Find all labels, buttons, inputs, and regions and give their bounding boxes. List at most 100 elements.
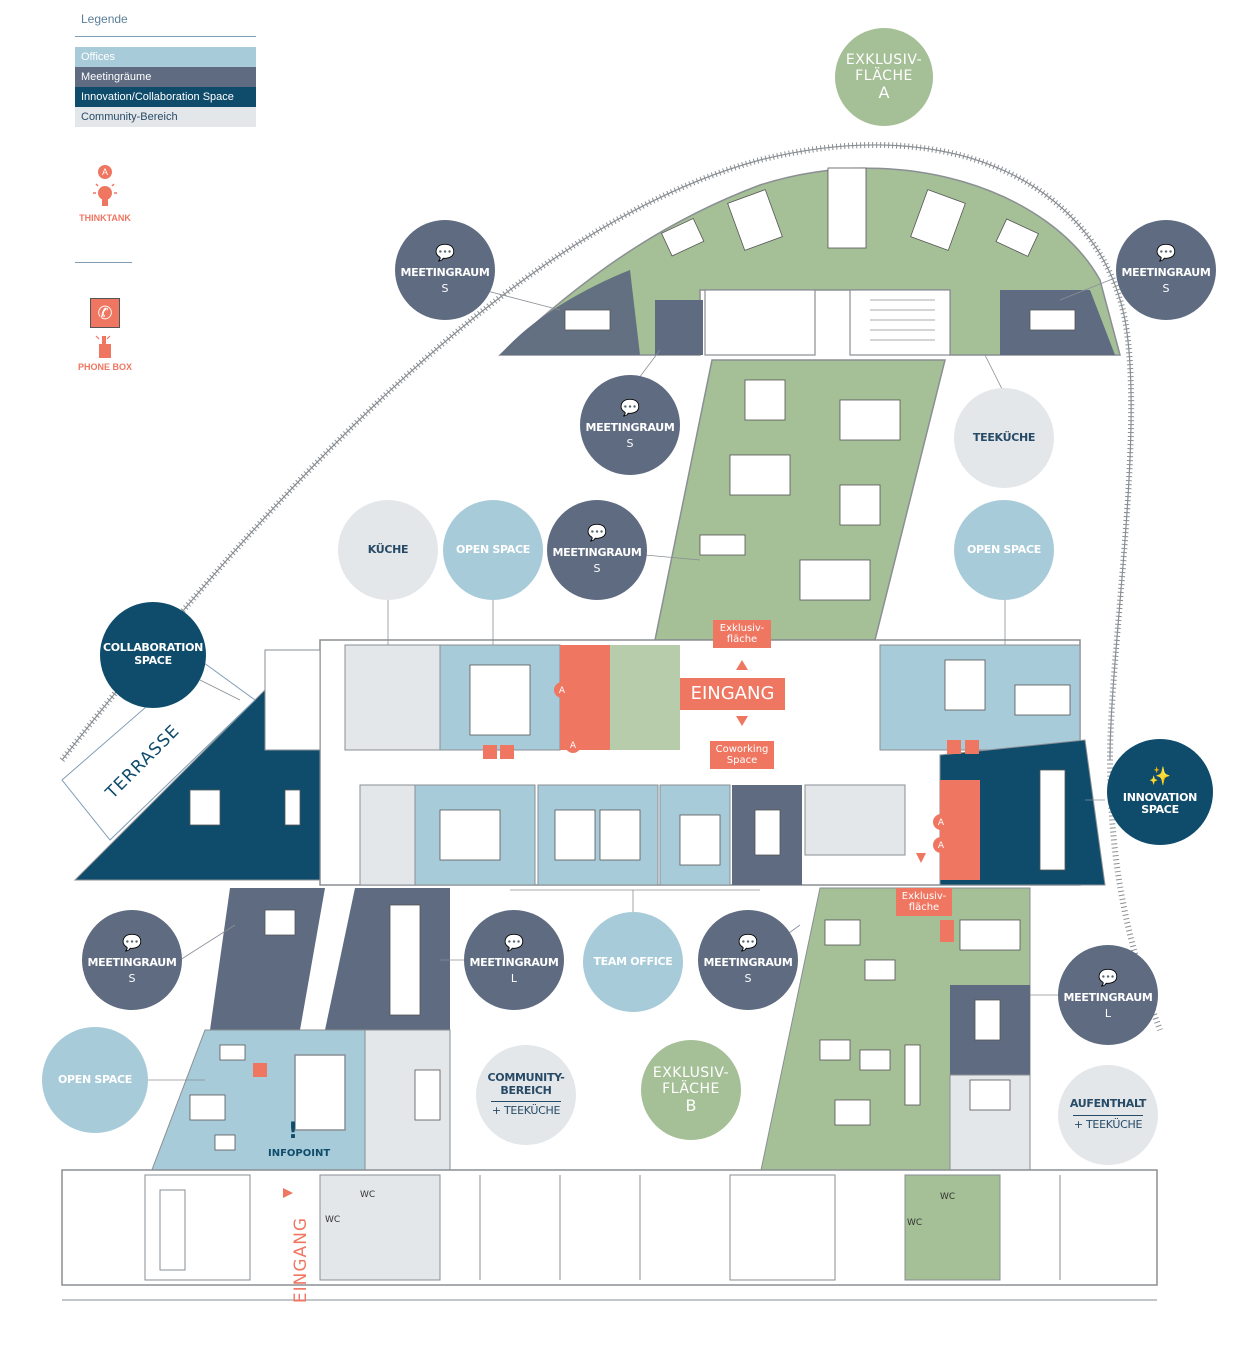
callout-open-space-right: OPEN SPACE [954, 500, 1054, 600]
callout-innovation-space: ✨ INNOVATION SPACE [1107, 739, 1213, 845]
phone-icon: ✆ [90, 298, 120, 328]
callout-text: OPEN SPACE [966, 542, 1042, 556]
callout-text: B [685, 1095, 697, 1115]
callout-text: OPEN SPACE [455, 542, 531, 556]
phonebox-label: PHONE BOX [77, 362, 132, 372]
meeting-lower-left [210, 888, 325, 1030]
thinktank-label: THINKTANK [79, 213, 131, 223]
sign-eingang-main: EINGANG [680, 678, 785, 710]
callout-text: AUFENTHALT [1069, 1097, 1147, 1111]
callout-meeting-top-left: 💬 MEETINGRAUM S [395, 220, 495, 320]
chat-bubble-icon: 💬 [122, 933, 142, 953]
callout-text: OPEN SPACE [57, 1072, 133, 1086]
wc-label-3: WC [940, 1192, 956, 1202]
callout-text: + TEEKÜCHE [1073, 1118, 1143, 1131]
callout-aufenthalt: AUFENTHALT + TEEKÜCHE [1058, 1065, 1158, 1165]
callout-size: S [593, 562, 601, 576]
callout-text: MEETINGRAUM [400, 265, 490, 279]
callout-community: COMMUNITY- BEREICH + TEEKÜCHE [476, 1045, 576, 1145]
wc-label-1: WC [360, 1190, 376, 1200]
lightbulb-icon [93, 183, 117, 206]
callout-text: MEETINGRAUM [87, 955, 177, 969]
callout-text: COMMUNITY- [487, 1071, 565, 1085]
callout-text: EXKLUSIV- [845, 51, 923, 68]
sign-exklusivflaeche-top: Exklusiv-fläche [713, 620, 771, 648]
callout-meeting-mid: 💬 MEETINGRAUM S [580, 375, 680, 475]
callout-team-office: TEAM OFFICE [583, 912, 683, 1012]
kitchen-area [344, 644, 441, 751]
callout-size: L [510, 972, 518, 986]
callout-text: A [878, 82, 890, 102]
callout-size: L [1104, 1007, 1112, 1021]
svg-text:A: A [938, 841, 945, 851]
callout-collaboration-space: COLLABORATION SPACE [100, 602, 206, 708]
legend-item-innovation: Innovation/Collaboration Space [75, 87, 256, 107]
callout-text: MEETINGRAUM [703, 955, 793, 969]
green-wc-strip [610, 645, 680, 750]
callout-meeting-lower-mid: 💬 MEETINGRAUM S [698, 910, 798, 1010]
callout-text: SPACE [134, 654, 172, 667]
callout-text: MEETINGRAUM [1121, 265, 1211, 279]
meeting-large-lower [325, 888, 450, 1030]
chat-bubble-icon: 💬 [1098, 968, 1118, 988]
callout-text: TEAM OFFICE [593, 954, 673, 968]
callout-open-space-left: OPEN SPACE [443, 500, 543, 600]
callout-size: S [626, 437, 634, 451]
callout-size: S [441, 282, 449, 296]
callout-text: KÜCHE [367, 542, 409, 556]
callout-text: TEEKÜCHE [972, 430, 1036, 444]
meeting-room-top-small [655, 300, 703, 355]
callout-meeting-lower-left: 💬 MEETINGRAUM S [82, 910, 182, 1010]
callout-meeting-center: 💬 MEETINGRAUM S [547, 500, 647, 600]
chat-bubble-icon: 💬 [435, 243, 455, 263]
svg-text:!: ! [288, 1119, 298, 1144]
callout-text: MEETINGRAUM [552, 545, 642, 559]
callout-text: COLLABORATION [102, 641, 204, 655]
callout-teekueche: TEEKÜCHE [954, 388, 1054, 488]
callout-meeting-large: 💬 MEETINGRAUM L [464, 910, 564, 1010]
desk-clusters [189, 167, 1076, 1151]
chat-bubble-icon: 💬 [504, 933, 524, 953]
callout-text: INNOVATION [1122, 790, 1198, 804]
chat-bubble-icon: 💬 [620, 398, 640, 418]
callout-size: S [744, 972, 752, 986]
eingang-bottom-label: EINGANG [291, 1216, 312, 1304]
callout-text: MEETINGRAUM [469, 955, 559, 969]
svg-text:A: A [570, 741, 577, 751]
callout-open-space-bottom: OPEN SPACE [42, 1027, 148, 1133]
callout-meeting-top-right: 💬 MEETINGRAUM S [1116, 220, 1216, 320]
callout-text: MEETINGRAUM [1063, 990, 1153, 1004]
callout-text: + TEEKÜCHE [491, 1104, 561, 1118]
chat-bubble-icon: 💬 [1156, 243, 1176, 263]
callout-text: SPACE [1141, 803, 1179, 817]
sign-coworking: Coworking Space [710, 741, 774, 769]
legend-item-community: Community-Bereich [75, 107, 256, 127]
legend-phonebox: ✆ PHONE BOX [75, 298, 135, 372]
legend-item-meeting: Meetingräume [75, 67, 256, 87]
thinktank-room [560, 645, 610, 750]
callout-size: S [128, 972, 136, 986]
hand-pointer-icon [95, 335, 111, 358]
callout-size: S [1162, 282, 1170, 296]
wc-label-4: WC [907, 1218, 923, 1228]
wc-label-2: WC [325, 1215, 341, 1225]
callout-text: FLÄCHE [662, 1080, 720, 1097]
callout-meeting-lower-right: 💬 MEETINGRAUM L [1058, 945, 1158, 1045]
legend-item-offices: Offices [75, 47, 256, 67]
legend: Legende Offices Meetingräume Innovation/… [75, 10, 256, 372]
legend-thinktank: A THINKTANK [75, 165, 135, 223]
callout-exklusivflaeche-b: EXKLUSIV- FLÄCHE B [641, 1040, 741, 1140]
callout-exklusivflaeche-a: EXKLUSIV- FLÄCHE A [835, 28, 933, 126]
callout-text: BEREICH [500, 1083, 552, 1097]
thinktank-innovation [940, 780, 980, 880]
sign-exklusivflaeche-right: Exklusiv-fläche [896, 888, 952, 916]
magic-wand-icon: ✨ [1148, 766, 1172, 788]
callout-text: MEETINGRAUM [585, 420, 675, 434]
callout-text: FLÄCHE [855, 67, 913, 84]
svg-text:A: A [559, 686, 566, 696]
callout-kueche: KÜCHE [338, 500, 438, 600]
thinktank-badge: A [98, 165, 112, 179]
svg-text:A: A [938, 818, 945, 828]
chat-bubble-icon: 💬 [738, 933, 758, 953]
